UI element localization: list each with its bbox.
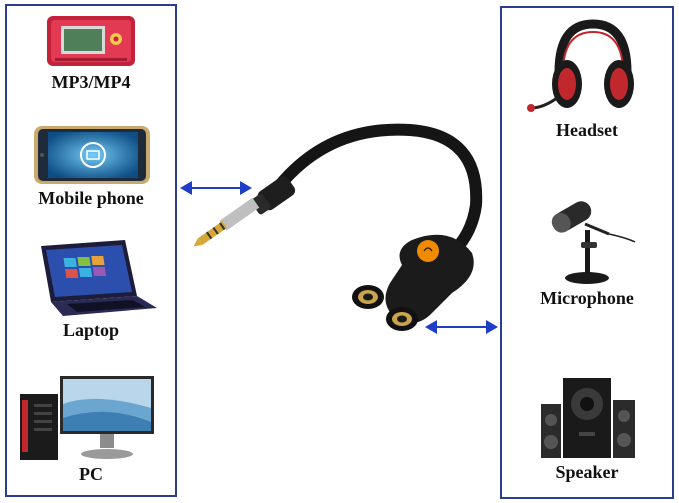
source-devices-panel: MP3/MP4 Mobile phone (5, 4, 177, 497)
output-devices-panel: Headset Microphone Sp (500, 6, 674, 499)
microphone-icon (551, 201, 636, 284)
mp3-player-icon (47, 16, 135, 66)
device-mobile-phone: Mobile phone (7, 124, 175, 208)
smartphone-icon (34, 126, 150, 184)
double-arrow-icon (425, 320, 498, 334)
device-speaker: Speaker (502, 374, 672, 482)
device-label: MP3/MP4 (51, 72, 131, 92)
device-headset: Headset (502, 18, 672, 140)
desktop-pc-icon (20, 376, 154, 460)
device-label: Microphone (540, 288, 634, 308)
device-label: Laptop (62, 320, 120, 340)
device-label: Mobile phone (38, 188, 144, 208)
device-pc: PC (7, 374, 175, 484)
headset-icon (527, 19, 634, 112)
device-label: Headset (556, 120, 618, 140)
device-laptop: Laptop (7, 240, 175, 340)
double-arrow-icon (180, 181, 252, 195)
device-microphone: Microphone (502, 194, 672, 308)
y-splitter-cable-icon (193, 123, 483, 331)
device-label: PC (79, 464, 103, 484)
device-mp3-mp4: MP3/MP4 (7, 12, 175, 92)
laptop-icon (41, 240, 157, 316)
speaker-icon (541, 378, 635, 458)
device-label: Speaker (555, 462, 619, 482)
